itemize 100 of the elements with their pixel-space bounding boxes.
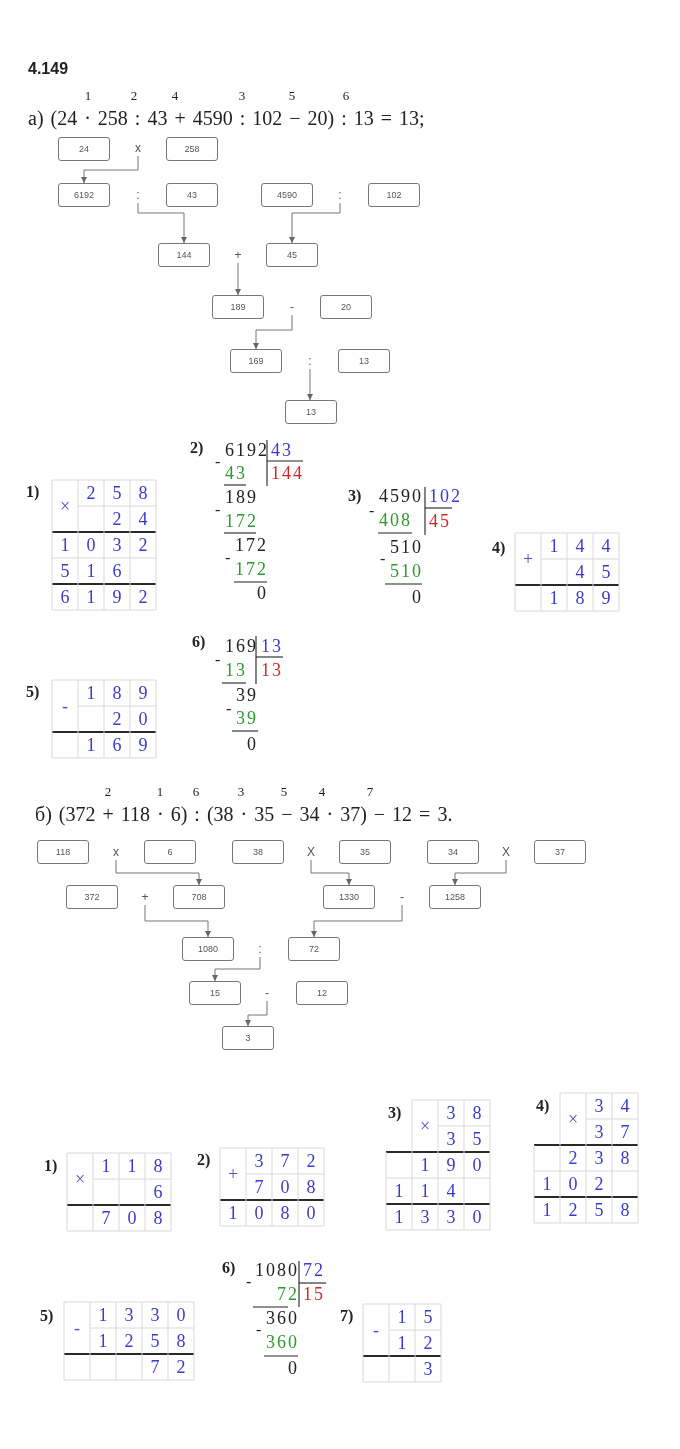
value-box: 35 bbox=[339, 840, 391, 864]
order-number: 1 bbox=[84, 88, 92, 104]
digit-row-text: 3 5 bbox=[445, 1127, 483, 1151]
digit-row-text: 1 4 4 bbox=[548, 534, 612, 558]
number: 13 bbox=[260, 636, 282, 656]
order-number: 7 bbox=[366, 784, 374, 800]
operation-sign: : bbox=[338, 188, 342, 202]
step-number: 2) bbox=[190, 438, 204, 458]
step-number: 6) bbox=[192, 632, 206, 652]
digit-row-text: 3 8 bbox=[445, 1101, 483, 1125]
value-box: 169 bbox=[230, 349, 282, 373]
operation-sign: - bbox=[265, 986, 269, 1000]
arrow bbox=[289, 202, 341, 244]
operation-sign: + bbox=[227, 1165, 239, 1183]
digit-row-text: 1 5 bbox=[396, 1305, 434, 1329]
minus-sign: - bbox=[369, 504, 375, 518]
minus-sign: - bbox=[225, 551, 231, 565]
number: 144 bbox=[270, 463, 303, 483]
step-number: 5) bbox=[40, 1306, 54, 1326]
arrow bbox=[144, 904, 211, 938]
value-box: 3 bbox=[222, 1026, 274, 1050]
number: 510 bbox=[389, 537, 422, 557]
digit-row-text: 7 0 8 bbox=[253, 1175, 317, 1199]
digit-row-text: 1 0 8 0 bbox=[227, 1201, 317, 1225]
digit-row-text: 7 0 8 bbox=[100, 1206, 164, 1230]
number: 1080 bbox=[254, 1260, 298, 1280]
digit-row-text: 1 6 9 bbox=[85, 733, 149, 757]
digit-row-text: 1 8 9 bbox=[548, 586, 612, 610]
order-number: 3 bbox=[238, 88, 246, 104]
operation-sign: × bbox=[59, 497, 71, 515]
value-box: 43 bbox=[166, 183, 218, 207]
number: 43 bbox=[270, 440, 292, 460]
operation-sign: - bbox=[290, 300, 294, 314]
value-box: 144 bbox=[158, 243, 210, 267]
value-box: 13 bbox=[285, 400, 337, 424]
digit-row-text: 3 7 bbox=[593, 1120, 631, 1144]
number: 360 bbox=[265, 1308, 298, 1328]
digit-row-text: 1 3 3 0 bbox=[97, 1303, 187, 1327]
value-box: 189 bbox=[212, 295, 264, 319]
value-box: 258 bbox=[166, 137, 218, 161]
value-box: 37 bbox=[534, 840, 586, 864]
number: 408 bbox=[378, 510, 411, 530]
number: 0 bbox=[287, 1358, 298, 1378]
minus-sign: - bbox=[256, 1323, 262, 1337]
number: 15 bbox=[302, 1284, 324, 1304]
arrow bbox=[310, 859, 352, 886]
digit-row-text: 1 2 5 8 bbox=[97, 1329, 187, 1353]
arrow bbox=[307, 368, 313, 401]
minus-sign: - bbox=[380, 552, 386, 566]
number: 172 bbox=[234, 535, 267, 555]
digit-row-text: 2 3 8 bbox=[567, 1146, 631, 1170]
digit-row-text: 3 bbox=[422, 1357, 434, 1381]
digit-row-text: 3 7 2 bbox=[253, 1149, 317, 1173]
value-box: 118 bbox=[37, 840, 89, 864]
step-number: 5) bbox=[26, 682, 40, 702]
value-box: 72 bbox=[288, 937, 340, 961]
value-box: 1330 bbox=[323, 885, 375, 909]
number: 189 bbox=[224, 487, 257, 507]
value-box: 24 bbox=[58, 137, 110, 161]
digit-row-text: 5 1 6 bbox=[59, 559, 123, 583]
operation-sign: X bbox=[502, 845, 510, 859]
number: 169 bbox=[224, 636, 257, 656]
digit-row-text: 2 4 bbox=[111, 507, 149, 531]
minus-sign: - bbox=[215, 503, 221, 517]
number: 6192 bbox=[224, 440, 268, 460]
order-number: 2 bbox=[130, 88, 138, 104]
value-box: 13 bbox=[338, 349, 390, 373]
digit-row-text: 4 5 bbox=[574, 560, 612, 584]
operation-sign: x bbox=[135, 141, 141, 155]
step-number: 1) bbox=[44, 1156, 58, 1176]
digit-row-text: 1 0 3 2 bbox=[59, 533, 149, 557]
digit-row-text: 2 0 bbox=[111, 707, 149, 731]
number: 172 bbox=[224, 511, 257, 531]
order-number: 6 bbox=[192, 784, 200, 800]
number: 13 bbox=[224, 660, 246, 680]
step-number: 4) bbox=[536, 1096, 550, 1116]
operation-sign: × bbox=[567, 1110, 579, 1128]
step-number: 3) bbox=[348, 486, 362, 506]
number: 13 bbox=[260, 660, 282, 680]
value-box: 20 bbox=[320, 295, 372, 319]
number: 39 bbox=[235, 685, 257, 705]
value-box: 4590 bbox=[261, 183, 313, 207]
operation-sign: X bbox=[307, 845, 315, 859]
number: 172 bbox=[234, 559, 267, 579]
number: 510 bbox=[389, 561, 422, 581]
step-number: 6) bbox=[222, 1258, 236, 1278]
digit-row-text: 6 1 9 2 bbox=[59, 585, 149, 609]
arrow bbox=[311, 904, 403, 938]
step-number: 4) bbox=[492, 538, 506, 558]
value-box: 102 bbox=[368, 183, 420, 207]
arrow bbox=[452, 859, 507, 886]
operation-sign: : bbox=[136, 188, 140, 202]
digit-row-text: 1 1 4 bbox=[393, 1179, 457, 1203]
operation-sign: x bbox=[113, 845, 119, 859]
number: 45 bbox=[428, 511, 450, 531]
arrow bbox=[81, 155, 139, 184]
number: 72 bbox=[276, 1284, 298, 1304]
operation-sign: : bbox=[308, 354, 312, 368]
number: 43 bbox=[224, 463, 246, 483]
digit-row-text: 1 2 5 8 bbox=[541, 1198, 631, 1222]
